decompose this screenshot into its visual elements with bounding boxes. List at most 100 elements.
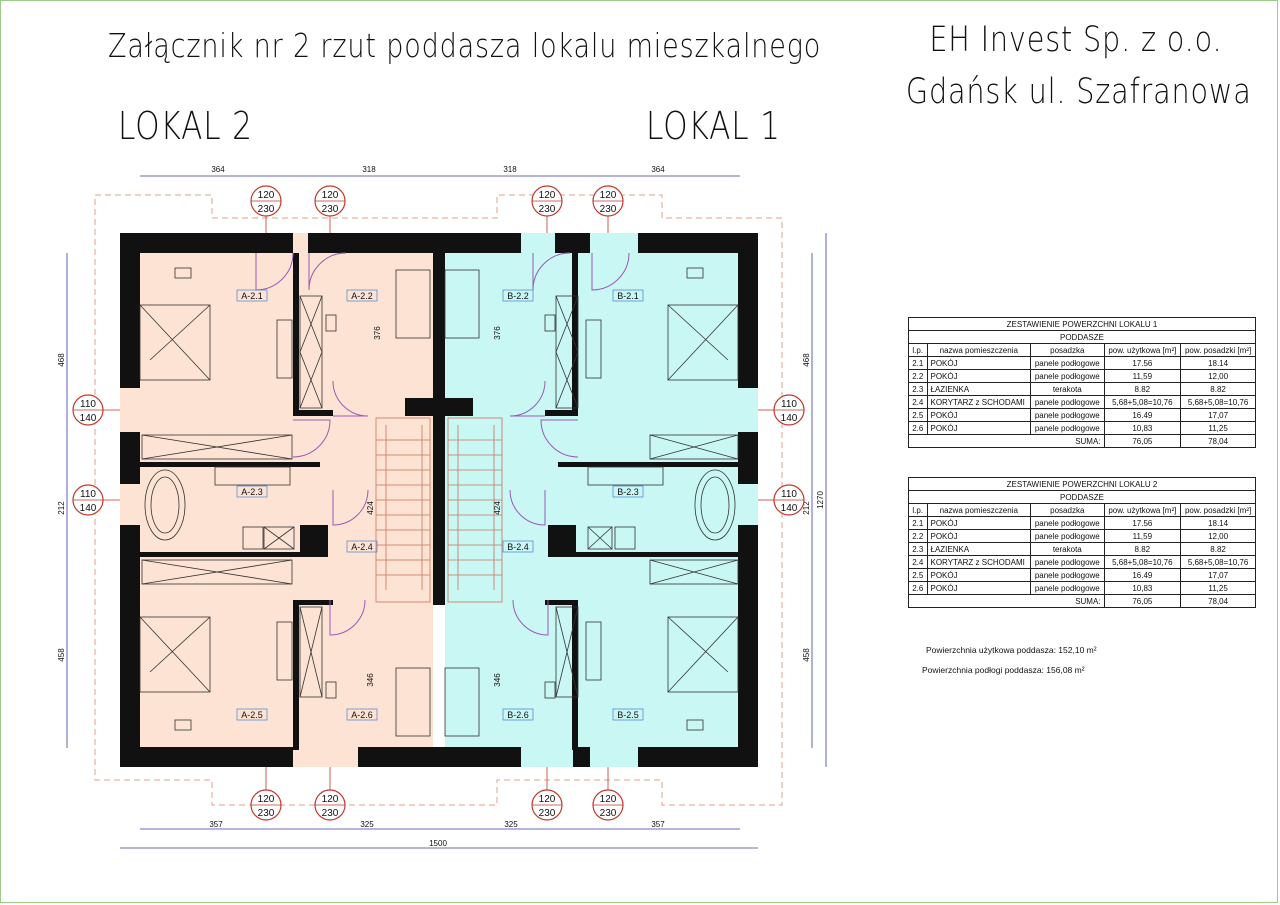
room-label-box <box>502 289 534 302</box>
room-label-box <box>502 540 534 553</box>
window-height: 140 <box>80 503 97 514</box>
table-cell: 2.5 <box>908 568 928 582</box>
room-label-text: A-2.3 <box>241 487 263 497</box>
room-label: B-2.2 <box>502 289 534 302</box>
table-title: ZESTAWIENIE POWERZCHNI LOKALU 1 <box>908 317 1256 331</box>
col-header: posadzka <box>1030 343 1105 357</box>
room-label-box <box>502 708 534 721</box>
stairs <box>375 417 503 603</box>
window-height: 230 <box>258 204 275 215</box>
window-width: 110 <box>80 399 96 410</box>
table-cell: 12,00 <box>1180 529 1256 543</box>
table-cell: POKÓJ <box>926 529 1032 543</box>
room-label-box <box>346 289 378 302</box>
table-cell: 8.82 <box>1180 542 1256 556</box>
table-cell: KORYTARZ z SCHODAMI <box>926 555 1032 569</box>
table-cell: 17,07 <box>1180 568 1256 582</box>
room-label: A-2.2 <box>346 289 378 302</box>
room-label-box <box>236 485 268 498</box>
col-header: posadzka <box>1030 503 1105 517</box>
window-width: 120 <box>600 794 617 805</box>
table-cell: 2.4 <box>908 395 928 409</box>
area-table-lokal-1: ZESTAWIENIE POWERZCHNI LOKALU 1 PODDASZE… <box>908 317 1256 448</box>
table-title: ZESTAWIENIE POWERZCHNI LOKALU 2 <box>908 477 1256 491</box>
table-cell: panele podłogowe <box>1030 395 1105 409</box>
table-cell: 2.1 <box>908 516 928 530</box>
window-width: 120 <box>258 190 275 201</box>
window-height: 230 <box>600 204 617 215</box>
window-width: 110 <box>781 399 797 410</box>
dimension-label: 212 <box>57 501 66 515</box>
room-label: A-2.6 <box>346 708 378 721</box>
window-width: 120 <box>600 190 617 201</box>
window-width: 120 <box>322 190 339 201</box>
table-cell: POKÓJ <box>926 356 1032 370</box>
table-cell: 2.3 <box>908 542 928 556</box>
table-cell: POKÓJ <box>926 581 1032 595</box>
room-label-text: A-2.4 <box>351 542 373 552</box>
col-header: pow. posadzki [m²] <box>1180 503 1256 517</box>
table-cell: 11,59 <box>1103 529 1182 543</box>
col-header: pow. użytkowa [m²] <box>1103 503 1182 517</box>
window-height: 230 <box>322 204 339 215</box>
table-cell: terakota <box>1030 542 1105 556</box>
dimension-label: 424 <box>366 501 375 515</box>
table-cell: 16.49 <box>1103 408 1182 422</box>
window-width: 120 <box>539 190 556 201</box>
table-cell: panele podłogowe <box>1030 529 1105 543</box>
room-label-text: B-2.4 <box>507 542 529 552</box>
table-cell: 8.82 <box>1103 382 1182 396</box>
furniture <box>139 267 739 737</box>
table-cell: panele podłogowe <box>1030 408 1105 422</box>
window-height: 140 <box>781 503 798 514</box>
room-label-box <box>236 289 268 302</box>
table-cell: 2.2 <box>908 369 928 383</box>
room-label: A-2.5 <box>236 708 268 721</box>
room-label-box <box>236 708 268 721</box>
dimension-label: 357 <box>651 820 665 829</box>
roof-outline <box>94 194 783 806</box>
table-cell: 2.5 <box>908 408 928 422</box>
sum-floor: 78,04 <box>1180 594 1256 608</box>
sum-usable: 76,05 <box>1103 434 1182 448</box>
area-table-lokal-2: ZESTAWIENIE POWERZCHNI LOKALU 2 PODDASZE… <box>908 477 1256 608</box>
table-cell: panele podłogowe <box>1030 356 1105 370</box>
dimension-label: 468 <box>57 353 66 367</box>
table-cell: 17,07 <box>1180 408 1256 422</box>
room-label: A-2.3 <box>236 485 268 498</box>
room-label: B-2.5 <box>612 708 644 721</box>
room-label: A-2.1 <box>236 289 268 302</box>
room-label-text: B-2.3 <box>617 487 639 497</box>
col-header: nazwa pomieszczenia <box>926 503 1032 517</box>
table-cell: 10,83 <box>1103 581 1182 595</box>
room-label: B-2.4 <box>502 540 534 553</box>
table-cell: 8.82 <box>1103 542 1182 556</box>
window-width: 120 <box>539 794 556 805</box>
window-height: 140 <box>781 413 798 424</box>
table-subtitle: PODDASZE <box>908 490 1256 504</box>
table-cell: ŁAZIENKA <box>926 382 1032 396</box>
table-cell: 2.3 <box>908 382 928 396</box>
table-cell: KORYTARZ z SCHODAMI <box>926 395 1032 409</box>
room-label-text: A-2.6 <box>351 710 373 720</box>
table-cell: 17.56 <box>1103 356 1182 370</box>
dimension-label: 364 <box>651 165 665 174</box>
dimension-label: 424 <box>493 501 502 515</box>
table-cell: 10,83 <box>1103 421 1182 435</box>
address: Gdańsk ul. Szafranowa <box>906 72 1252 112</box>
table-cell: 5,68+5,08=10,76 <box>1180 395 1256 409</box>
drawing-title: Załącznik nr 2 rzut poddasza lokalu mies… <box>108 26 822 65</box>
window-width: 120 <box>258 794 275 805</box>
table-cell: POKÓJ <box>926 568 1032 582</box>
lokal-1-label: LOKAL 1 <box>646 104 781 148</box>
